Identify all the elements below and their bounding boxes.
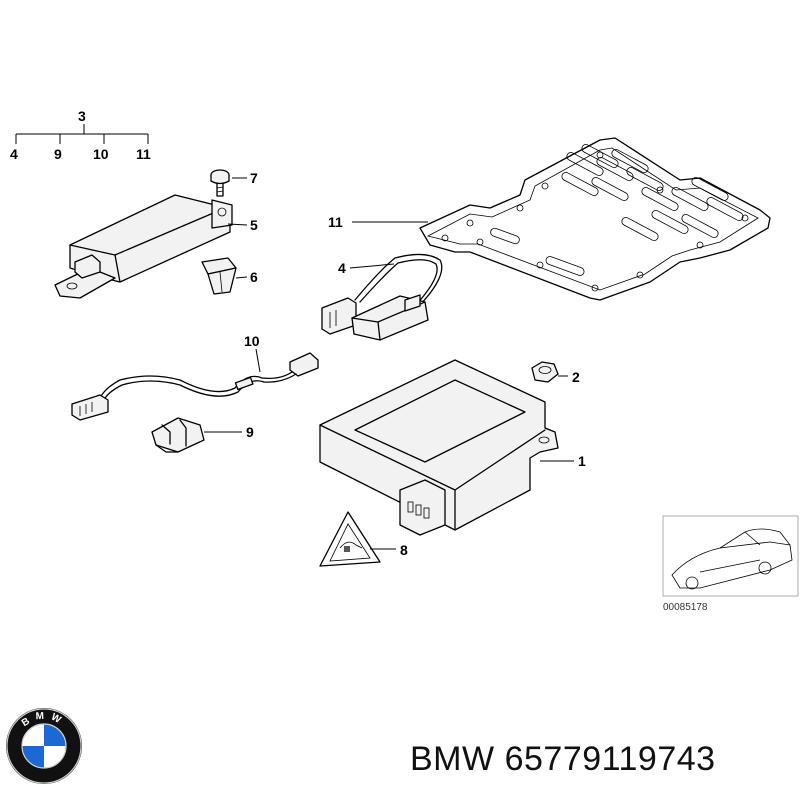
part-10-cable (71, 352, 319, 421)
callout-9: 9 (246, 424, 254, 440)
callout-1: 1 (578, 453, 586, 469)
subgroup-9: 9 (54, 146, 62, 162)
part-6-clip-nut (201, 257, 237, 295)
part-11-antenna-mat (419, 137, 771, 301)
callout-10: 10 (244, 333, 260, 349)
callout-4: 4 (338, 260, 346, 276)
callout-5: 5 (250, 217, 258, 233)
bmw-logo: BMW (6, 708, 82, 784)
part-9-holder (151, 417, 205, 453)
subgroup-4: 4 (10, 146, 18, 162)
subgroup-10: 10 (93, 146, 109, 162)
diagram-reference-code: 00085178 (663, 602, 708, 613)
part-7-screw (210, 169, 230, 197)
caption-part-number: 65779119743 (504, 740, 716, 778)
callout-2: 2 (572, 369, 580, 385)
part-5-sensor-module (54, 194, 233, 299)
part-group-bracket: 3 4 9 10 11 (10, 108, 151, 162)
callout-11: 11 (328, 214, 343, 230)
part-4-wiring-harness (321, 253, 443, 341)
callout-7: 7 (250, 170, 258, 186)
part-1-control-unit (319, 359, 559, 536)
subgroup-11: 11 (136, 146, 151, 162)
vehicle-thumbnail (662, 515, 799, 597)
callout-8: 8 (400, 542, 408, 558)
caption-brand: BMW (410, 740, 495, 778)
part-2-nut (531, 361, 559, 383)
callout-6: 6 (250, 269, 258, 285)
callout-3: 3 (78, 108, 86, 124)
part-8-warning-label (319, 511, 381, 567)
